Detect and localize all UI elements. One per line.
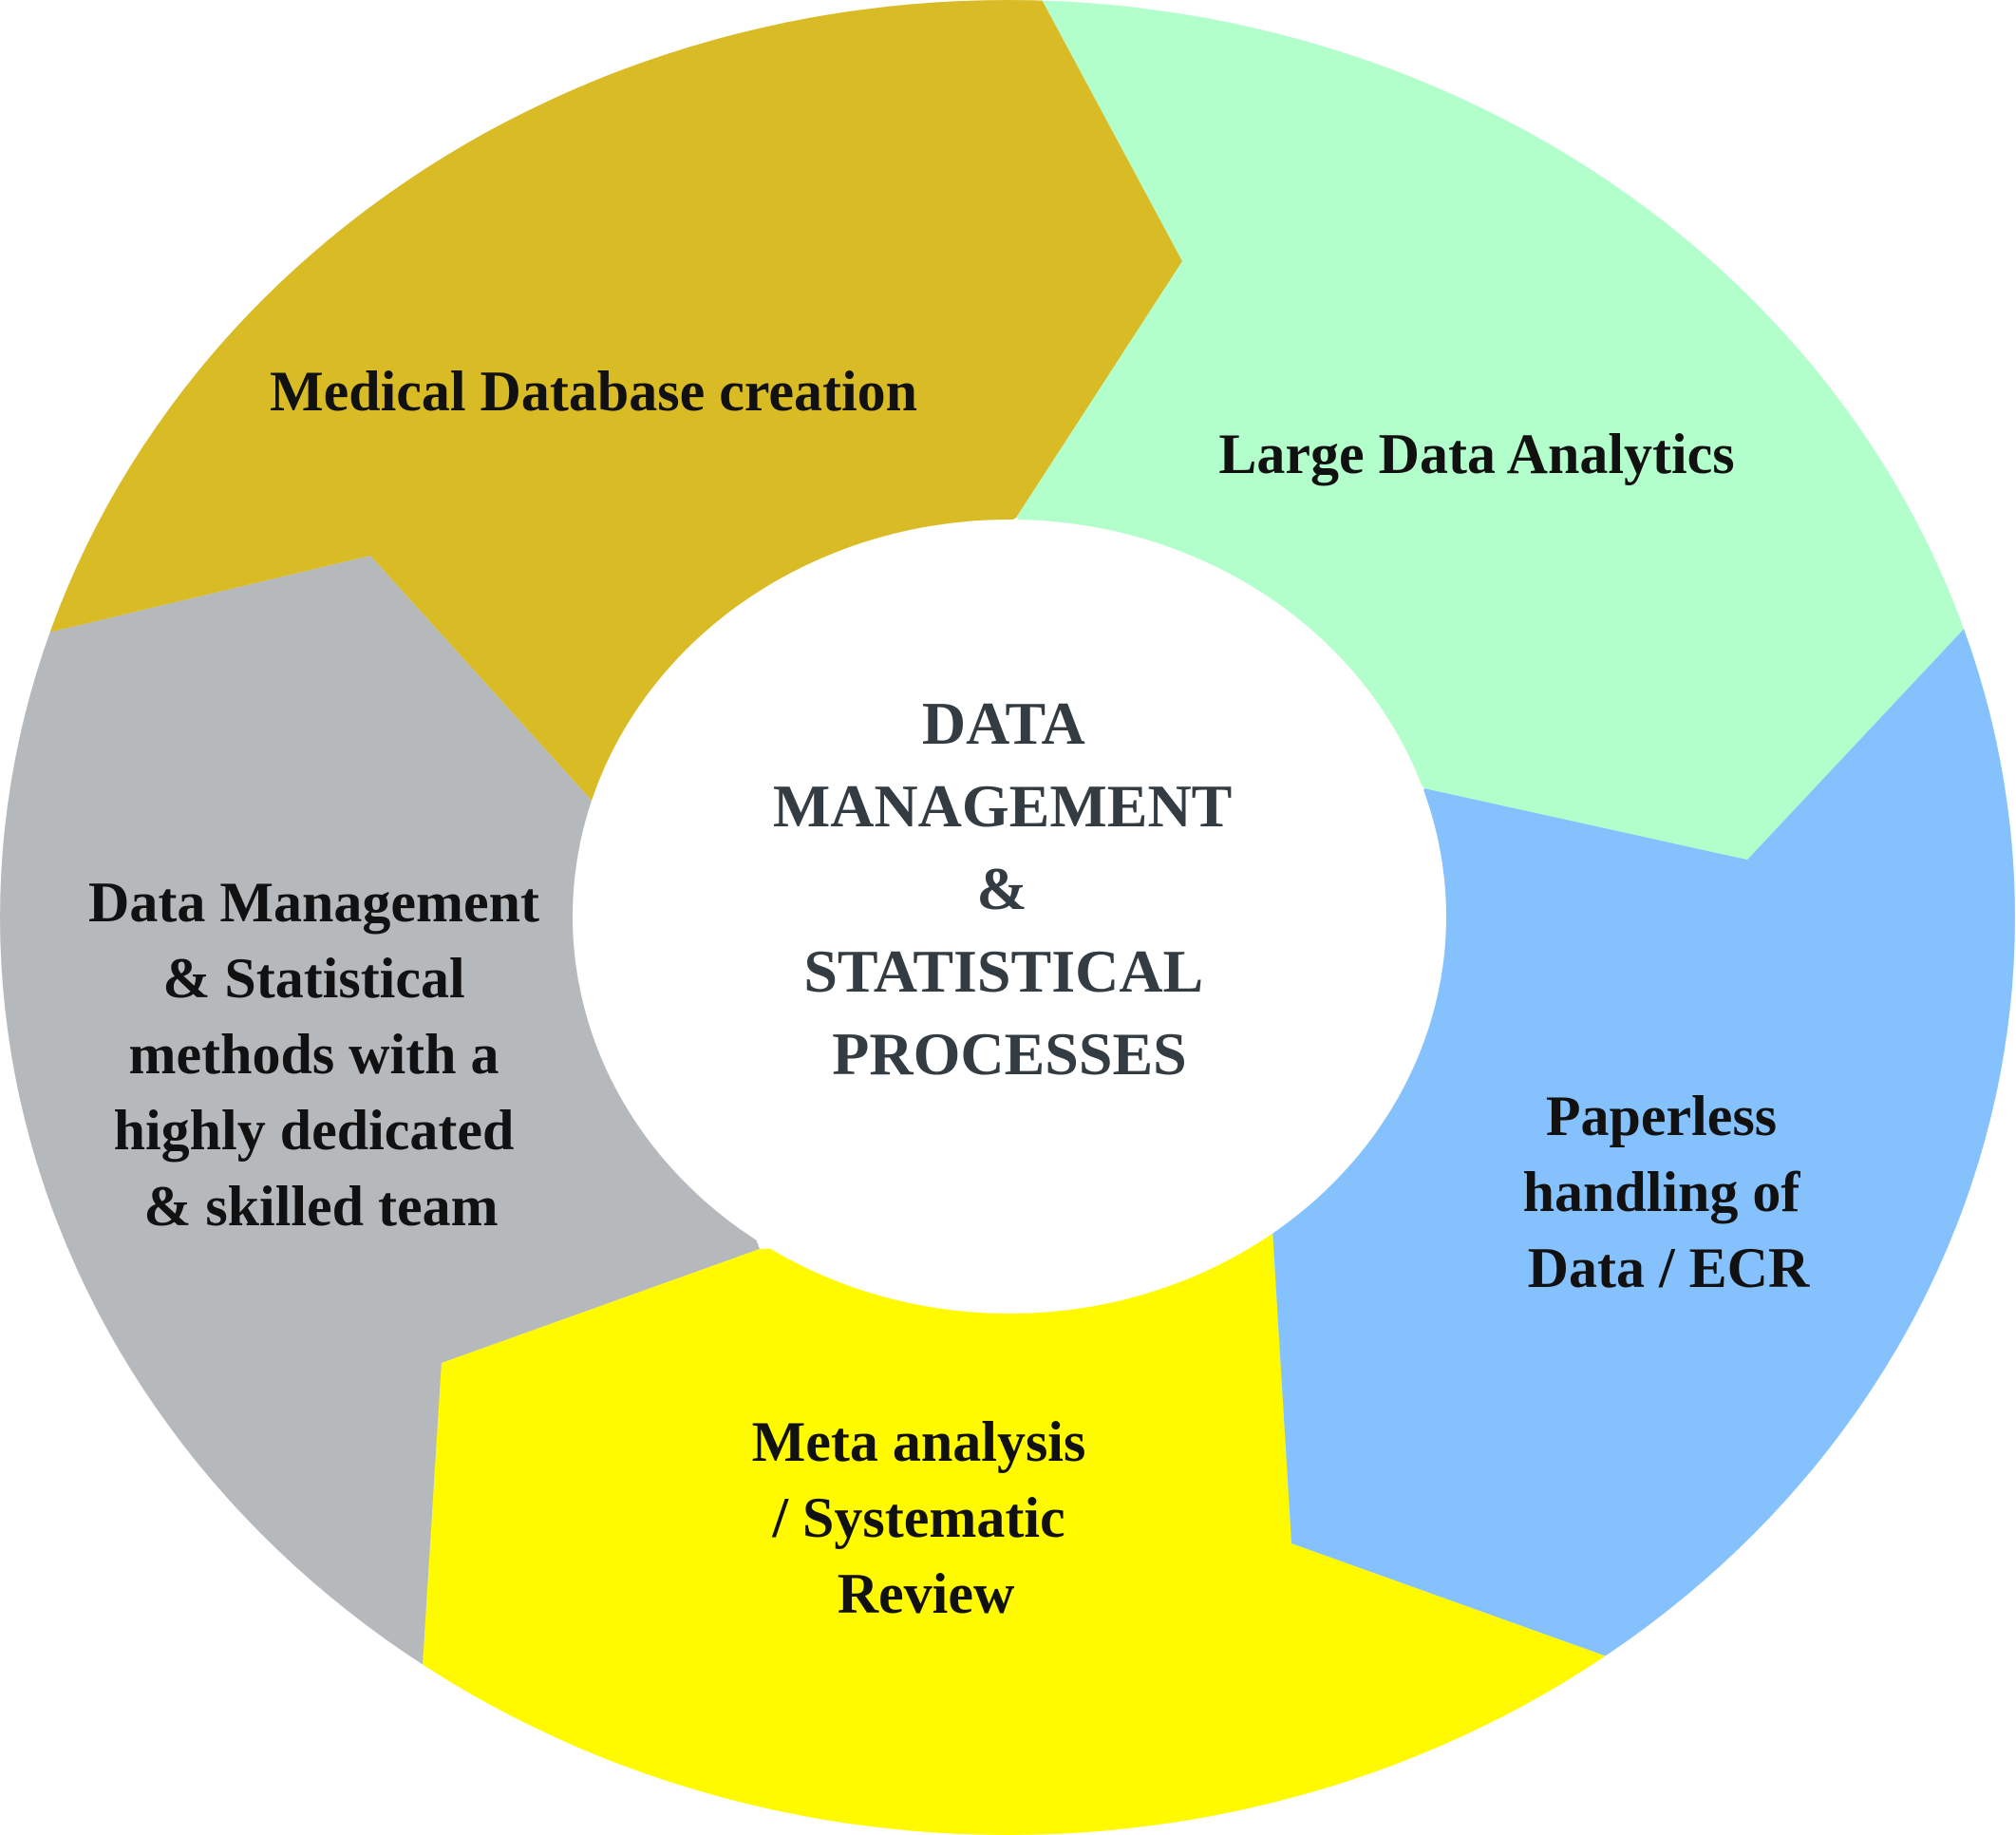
label-line: Medical Database creation bbox=[270, 360, 917, 423]
center-line: MANAGEMENT bbox=[773, 772, 1232, 840]
label-line: Large Data Analytics bbox=[1218, 423, 1734, 485]
label-line: / Systematic bbox=[771, 1486, 1065, 1549]
label-line: handling of bbox=[1523, 1161, 1801, 1223]
center-line: & bbox=[976, 855, 1027, 922]
label-line: highly dedicated bbox=[114, 1099, 515, 1162]
label-line: Data / ECR bbox=[1528, 1237, 1810, 1299]
segment-meta-analysis bbox=[423, 1230, 1610, 1835]
label-paperless-handling: Paperless handling of Data / ECR bbox=[1523, 1085, 1815, 1299]
center-line: DATA bbox=[922, 690, 1085, 757]
label-medical-database-creation: Medical Database creation bbox=[270, 360, 917, 423]
label-data-management-team: Data Management & Statistical methods wi… bbox=[88, 871, 554, 1238]
center-hub bbox=[573, 520, 1446, 1314]
label-large-data-analytics: Large Data Analytics bbox=[1218, 423, 1734, 485]
label-line: & Statistical bbox=[162, 947, 464, 1010]
label-line: Data Management bbox=[88, 871, 539, 934]
label-line: Paperless bbox=[1546, 1085, 1777, 1147]
label-meta-analysis: Meta analysis / Systematic Review bbox=[752, 1410, 1101, 1625]
label-line: Meta analysis bbox=[752, 1410, 1086, 1473]
center-line: PROCESSES bbox=[832, 1020, 1186, 1088]
label-line: Review bbox=[838, 1562, 1015, 1625]
center-title: DATA MANAGEMENT & STATISTICAL PROCESSES bbox=[773, 690, 1246, 1088]
label-line: methods with a bbox=[128, 1023, 499, 1086]
center-line: STATISTICAL bbox=[803, 937, 1200, 1005]
label-line: & skilled team bbox=[143, 1175, 498, 1238]
